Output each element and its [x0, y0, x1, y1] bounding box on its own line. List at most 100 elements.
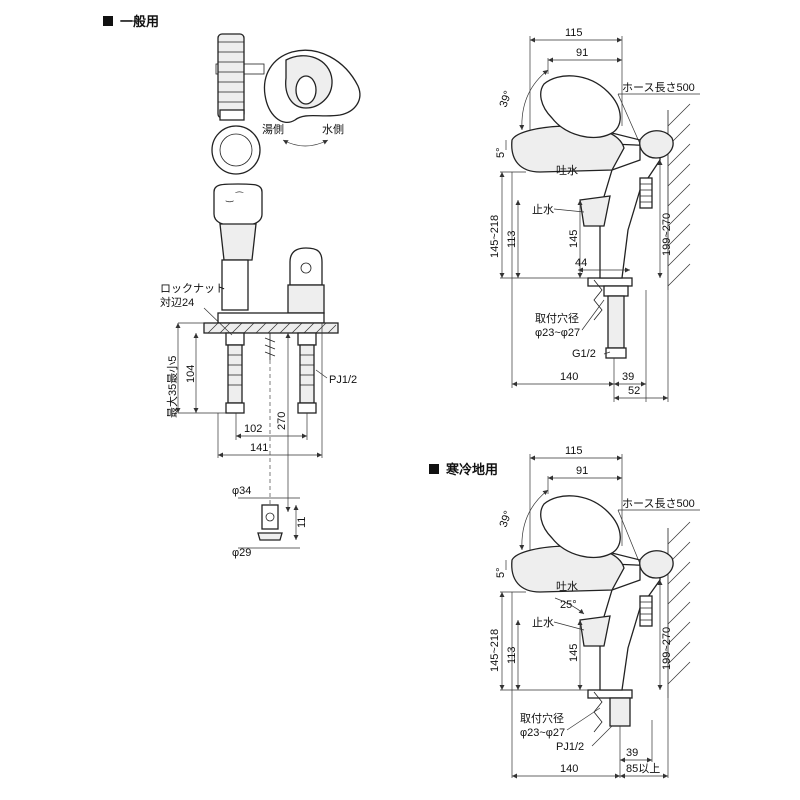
hole-leader-cold — [566, 707, 601, 731]
hose-length-leader-cold — [617, 509, 641, 565]
dim-85-text-cold: 85以上 — [626, 762, 660, 775]
lock-nut-size-label: 対辺24 — [160, 295, 194, 309]
supply-pipe-general — [607, 295, 625, 349]
angle-5-text-cold: 5° — [495, 567, 507, 578]
hose-length-label: ホース長さ500 — [622, 81, 695, 94]
dim-145-text: 145 — [568, 230, 580, 248]
g12-label: G1/2 — [572, 348, 596, 360]
handle-screw — [300, 262, 312, 274]
general-title-text: 一般用 — [120, 14, 159, 30]
base-plate-front — [217, 312, 325, 324]
side-view-cold: 115 91 39° 5° ホース長さ500 吐水 25° 止水 145~218… — [489, 445, 700, 779]
handle-body-front — [289, 247, 323, 286]
handle-base-front — [287, 284, 325, 314]
counter-general — [587, 277, 633, 287]
hose-coil-ribs — [640, 183, 652, 203]
section-marker-square — [103, 16, 113, 26]
stop-leader — [553, 208, 585, 213]
thickness-dim-text: 最大35最小5 — [165, 356, 179, 418]
pipe-ribs-left — [228, 354, 242, 386]
stop-lever-cold — [579, 615, 611, 647]
rotation-arrow — [282, 139, 329, 147]
fitting-right — [297, 402, 317, 414]
general-section-title: 一般用 — [103, 14, 159, 30]
dim-52-text: 52 — [628, 385, 640, 397]
supply-nut-general — [603, 285, 629, 297]
pj-leader-cold — [591, 725, 613, 747]
dim-91-text-cold: 91 — [576, 465, 588, 477]
dim-11-text: 11 — [296, 517, 308, 528]
wall-hatching-cold — [667, 521, 691, 685]
supply-pipe-right — [299, 344, 315, 404]
hose-length-leader — [617, 93, 641, 145]
hose-coil-cold — [639, 595, 653, 627]
dim-115-text-cold: 115 — [565, 445, 583, 457]
dim-140-text: 140 — [560, 371, 578, 383]
angle-5-text: 5° — [495, 147, 507, 158]
stop-label: 止水 — [532, 203, 554, 216]
dim-44-text: 44 — [575, 257, 587, 269]
spout-label-cold: 吐水 — [556, 580, 578, 593]
spout-label: 吐水 — [556, 164, 578, 177]
spray-neck-front — [219, 223, 257, 261]
stop-label-cold: 止水 — [532, 616, 554, 629]
section-marker-square — [429, 464, 439, 474]
fitting-left — [225, 402, 245, 414]
hole-label: 取付穴径 — [535, 311, 579, 325]
side-view-general: 115 91 39° 5° ホース長さ500 吐水 止水 145~218 113… — [489, 27, 700, 402]
stop-leader-cold — [553, 621, 585, 631]
dim-199-270-text-cold: 199~270 — [661, 627, 673, 670]
angle-39-text: 39° — [498, 89, 515, 109]
phi34-text: φ34 — [232, 485, 251, 497]
lever-back-cold — [639, 550, 674, 579]
hose-ring-inner — [219, 133, 253, 167]
lock-nut-right — [297, 332, 317, 346]
pj-label-cold: PJ1/2 — [556, 741, 584, 753]
hose-head-top — [217, 33, 245, 119]
dim-270-text: 270 — [276, 412, 288, 430]
dim-141-text: 141 — [250, 442, 268, 454]
hose-collar-top — [219, 109, 245, 121]
angle-39-arc — [519, 69, 549, 131]
counter-hatching — [207, 322, 337, 334]
hose-end-cap — [257, 532, 283, 541]
dim-115-text: 115 — [565, 27, 583, 39]
counter-slab-front — [203, 322, 339, 334]
wall-hatching-general — [667, 103, 691, 287]
lever-back-general — [639, 130, 674, 159]
supply-pipe-cold — [609, 697, 631, 727]
dim-39-text-cold: 39 — [626, 747, 638, 759]
hole-label-cold: 取付穴径 — [520, 711, 564, 725]
pj-leader — [315, 369, 328, 379]
center-hose-coil — [264, 337, 276, 357]
hose-length-label-cold: ホース長さ500 — [622, 497, 695, 510]
spray-mode-icons: ‿ ⁀ — [225, 192, 244, 202]
counter-cold — [587, 689, 633, 699]
lock-nut-left — [225, 332, 245, 346]
lock-nut-leader — [203, 307, 233, 336]
dim-145-218-text-cold: 145~218 — [489, 629, 501, 672]
cold-section-title: 寒冷地用 — [429, 462, 498, 478]
dim-91-text: 91 — [576, 47, 588, 59]
g12-leader — [603, 351, 611, 355]
dim-145-text-cold: 145 — [568, 644, 580, 662]
cold-side-label: 水側 — [322, 123, 344, 136]
stop-lever-general — [579, 195, 611, 227]
hose-end-hole — [265, 512, 275, 522]
spring-hose-general — [593, 279, 603, 321]
dim-145-218-text: 145~218 — [489, 215, 501, 258]
hole-size-cold: φ23~φ27 — [520, 727, 565, 739]
angle-25-arc — [554, 597, 585, 615]
hose-coil-ribs-cold — [640, 601, 652, 621]
dim-39-text: 39 — [622, 371, 634, 383]
angle-39-arc-cold — [519, 489, 549, 551]
supply-fitting-general — [605, 347, 627, 359]
lock-nut-label: ロックナット — [160, 282, 226, 295]
hose-spring-lines — [218, 41, 244, 103]
dim-199-270-text: 199~270 — [661, 213, 673, 256]
front-view: ‿ ⁀ ロックナット 対辺24 PJ1/2 — [160, 183, 357, 559]
wall-cold — [668, 528, 692, 698]
hose-end-fitting — [261, 504, 279, 530]
dim-102-text: 102 — [244, 423, 262, 435]
